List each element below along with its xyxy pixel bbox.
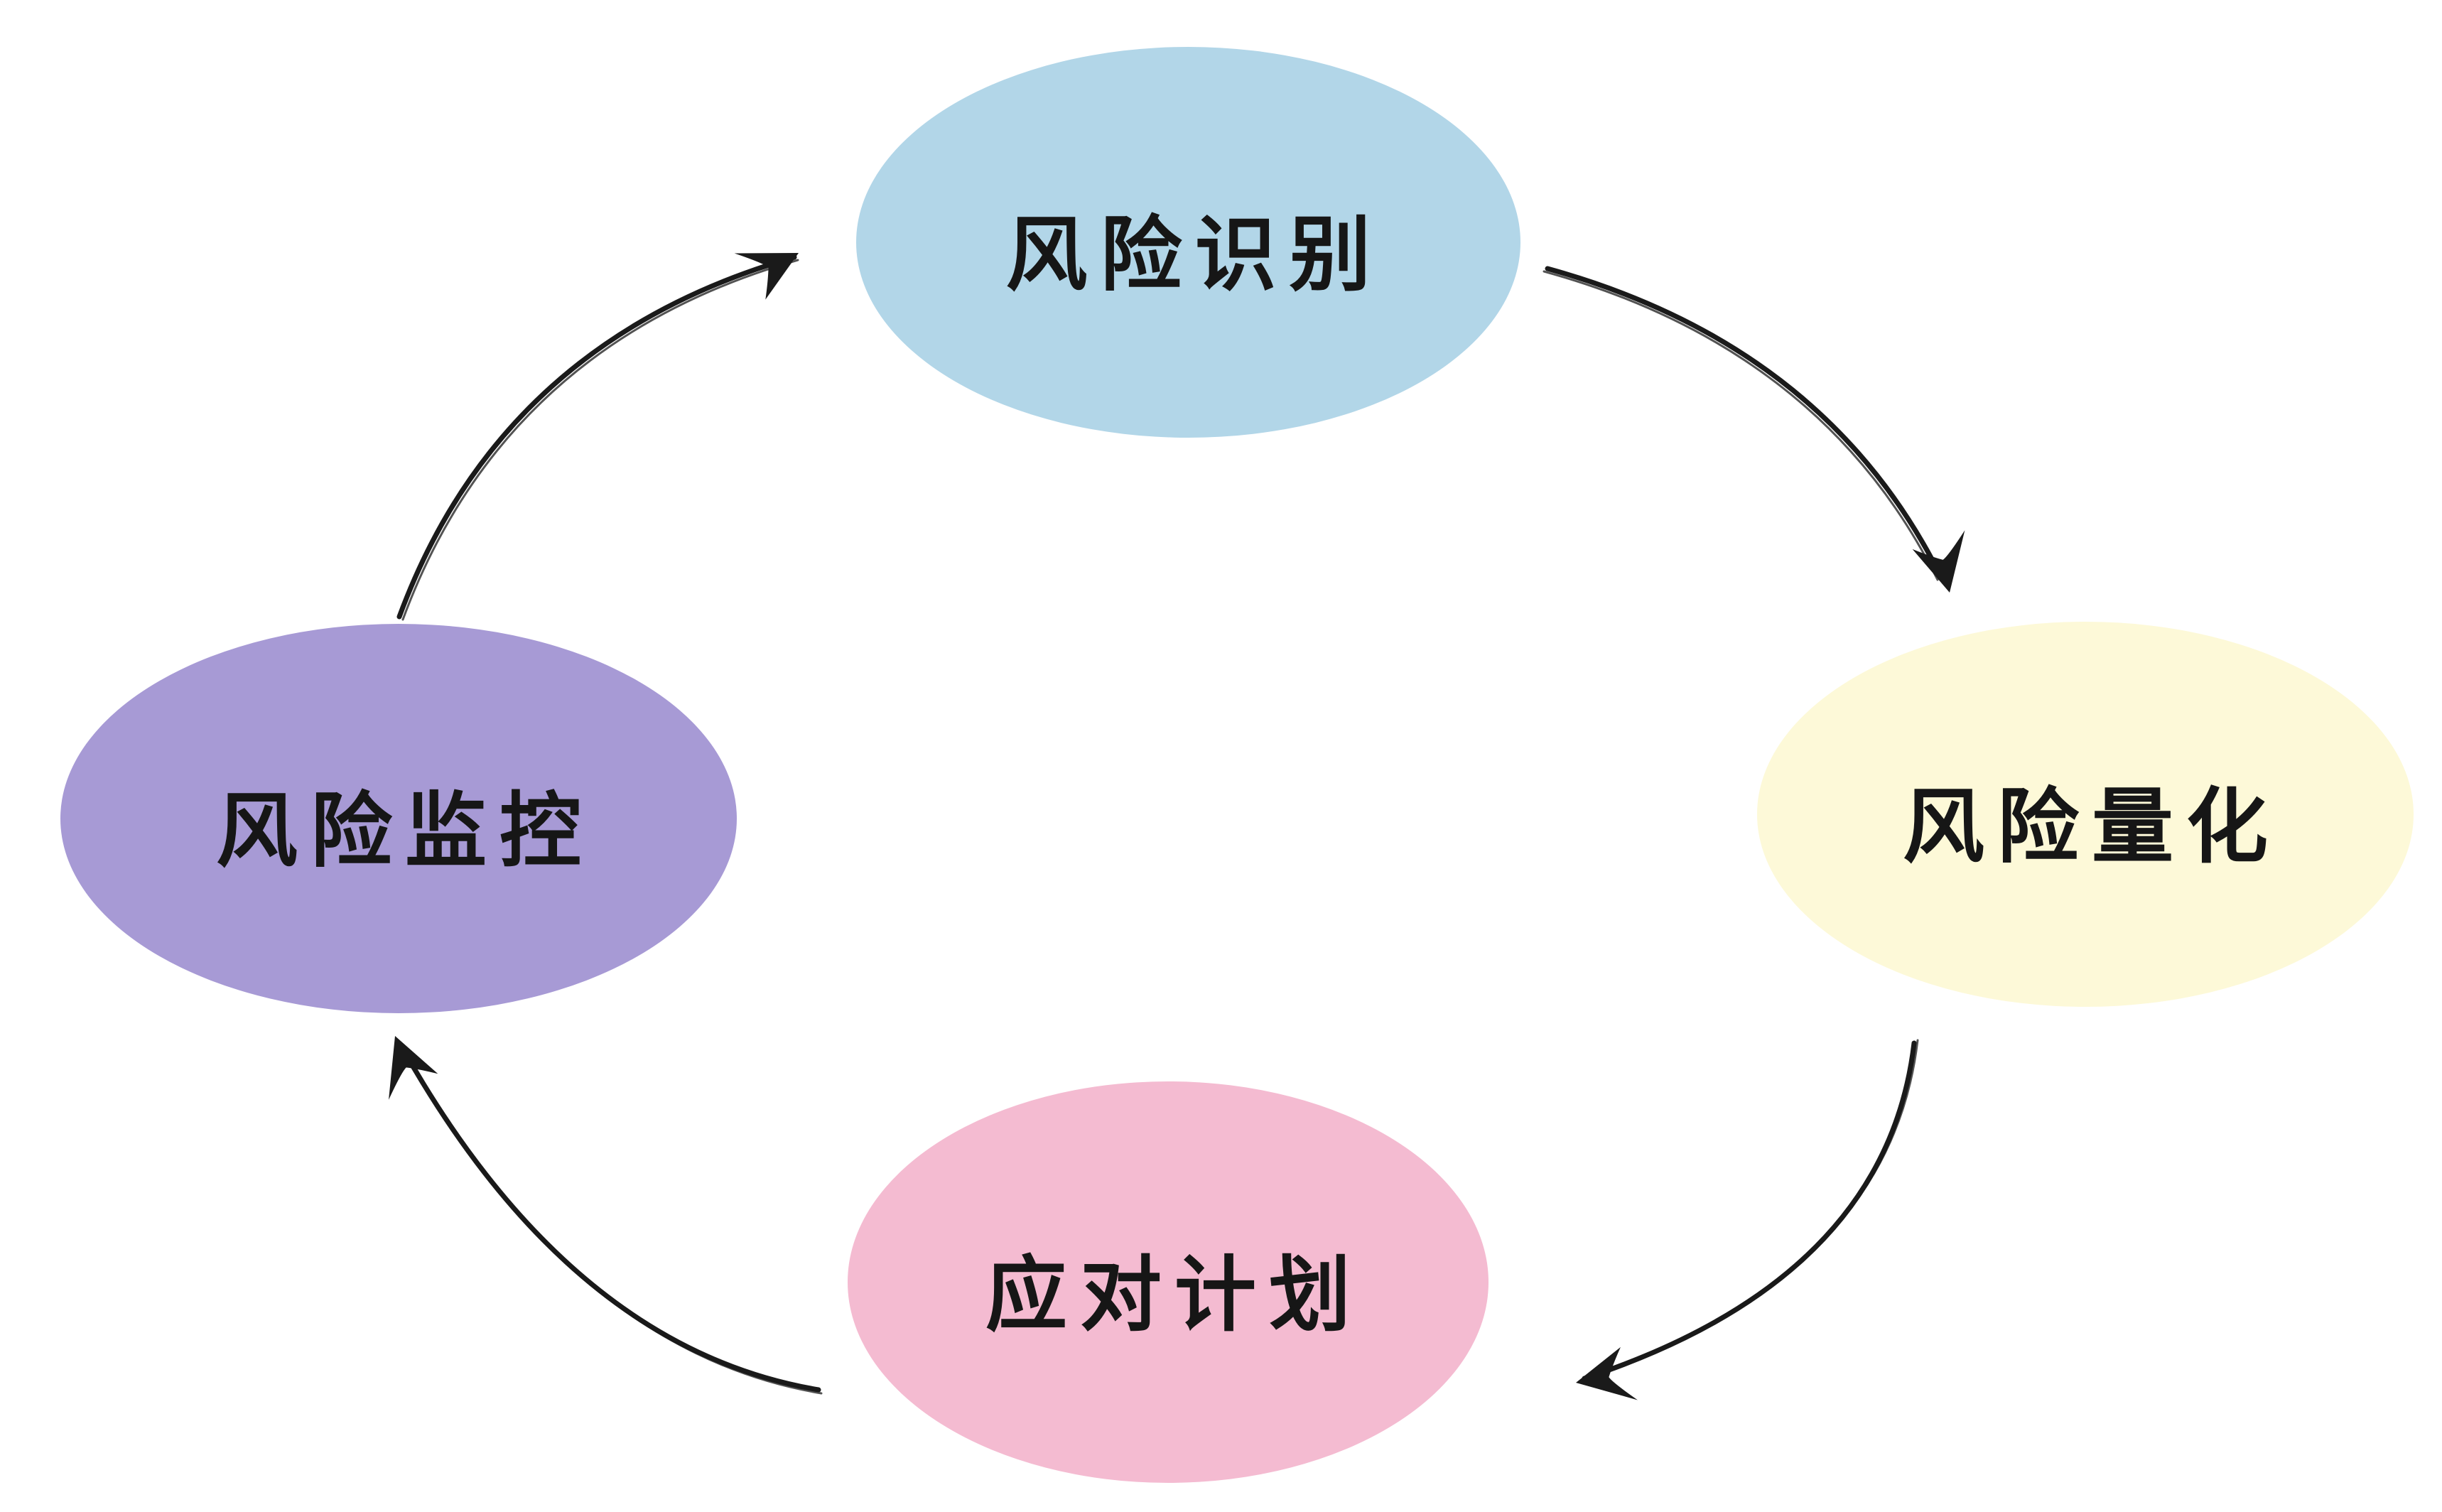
arrow-response-planning-to-risk-monitoring bbox=[389, 1036, 823, 1395]
node-risk-monitoring-label: 风险监控 bbox=[215, 784, 594, 879]
arrowhead-icon bbox=[389, 1036, 438, 1100]
arrowhead-icon bbox=[1912, 530, 1965, 593]
node-risk-quantification-label: 风险量化 bbox=[1902, 779, 2281, 875]
arrowhead-icon bbox=[734, 253, 799, 300]
arrow-risk-monitoring-to-risk-identification bbox=[396, 253, 799, 621]
node-response-planning-label: 应对计划 bbox=[985, 1247, 1363, 1343]
node-response-planning: 应对计划 bbox=[848, 1081, 1489, 1483]
node-risk-monitoring: 风险监控 bbox=[60, 624, 737, 1013]
arrowhead-icon bbox=[1576, 1346, 1638, 1400]
node-risk-identification-label: 风险识别 bbox=[1005, 207, 1384, 303]
node-risk-quantification: 风险量化 bbox=[1757, 622, 2414, 1007]
node-risk-identification: 风险识别 bbox=[856, 47, 1520, 438]
arrow-risk-identification-to-risk-quantification bbox=[1543, 266, 1965, 593]
arrow-risk-quantification-to-response-planning bbox=[1576, 1039, 1919, 1400]
